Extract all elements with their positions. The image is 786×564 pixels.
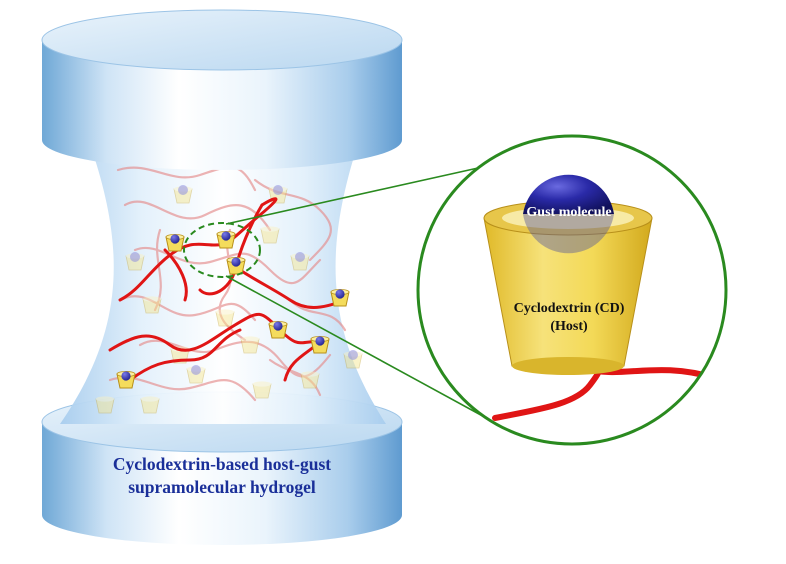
zoom-view: Gust molecule Cyclodextrin (CD) (Host) [416, 134, 728, 446]
inclusion-complexes [116, 230, 350, 389]
zoom-selection-ellipse [183, 222, 261, 278]
guest-molecule [523, 174, 614, 254]
background-guests [130, 185, 358, 375]
guest-molecule-label: Gust molecule [526, 205, 611, 220]
host-label-line2: (Host) [550, 319, 588, 334]
top-plate [41, 9, 403, 170]
hydrogel-sample [41, 9, 403, 545]
caption-line2: supramolecular hydrogel [128, 477, 316, 497]
zoom-circle-outline [416, 134, 728, 446]
host-label-line1: Cyclodextrin (CD) [514, 301, 625, 316]
caption-line1: Cyclodextrin-based host-gust [113, 454, 331, 474]
zoom-connector-lines [225, 167, 491, 421]
gel-body [60, 150, 386, 424]
